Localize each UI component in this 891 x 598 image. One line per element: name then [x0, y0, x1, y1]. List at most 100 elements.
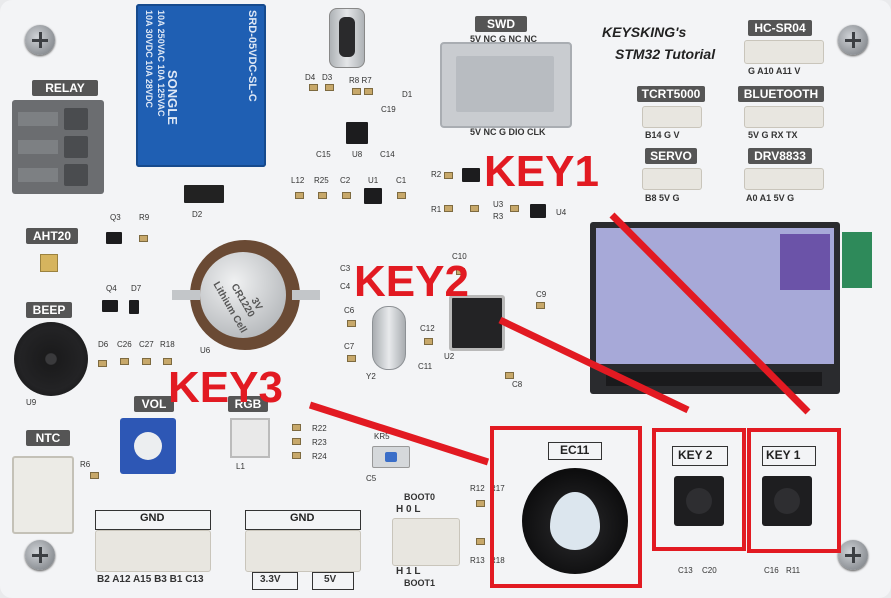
- oled-display: [590, 222, 840, 394]
- ec11-plate-box: [548, 442, 602, 460]
- tcrt5000-pins: B14 G V: [645, 130, 680, 140]
- tcrt5000-label: TCRT5000: [637, 86, 705, 102]
- ref-c6: C6: [344, 306, 355, 315]
- drv8833-header[interactable]: [744, 168, 824, 190]
- ref-d6: D6: [98, 340, 109, 349]
- ref-r6: R6: [80, 460, 91, 469]
- oled-protective-tab: [842, 232, 872, 288]
- ref-u4: U4: [556, 208, 567, 217]
- ref-c13: C13: [678, 566, 693, 575]
- gnd-right-3v3: 3.3V: [260, 574, 281, 585]
- ref-c3: C3: [340, 264, 351, 273]
- ref-d3: D3: [322, 73, 333, 82]
- tcrt5000-header[interactable]: [642, 106, 702, 128]
- ref-c2: C2: [340, 176, 351, 185]
- key2-button[interactable]: [674, 476, 724, 526]
- ref-r11: R11: [786, 566, 801, 575]
- beep-label: BEEP: [26, 302, 72, 318]
- buzzer: [14, 322, 88, 396]
- screw-bottom-right: [838, 540, 868, 570]
- ref-q3: Q3: [110, 213, 121, 222]
- key3-annotation: KEY3: [168, 363, 283, 412]
- reset-button[interactable]: [372, 446, 410, 468]
- aht20-sensor: [40, 254, 58, 272]
- ref-c4: C4: [340, 282, 351, 291]
- ref-r25: R25: [314, 176, 329, 185]
- ref-c10: C10: [452, 252, 467, 261]
- chip-u8: [346, 122, 368, 144]
- key2-plate-label: KEY 2: [678, 448, 713, 462]
- bluetooth-pins: 5V G RX TX: [748, 130, 798, 140]
- ref-u2: U2: [444, 352, 455, 361]
- key1-highlight-box: [747, 428, 841, 553]
- ref-u1: U1: [368, 176, 379, 185]
- gnd-right-5v: 5V: [324, 574, 337, 585]
- ref-c7: C7: [344, 342, 355, 351]
- ref-r1: R1: [431, 205, 442, 214]
- relay-terminal-block[interactable]: [12, 100, 104, 194]
- drv8833-label: DRV8833: [748, 148, 812, 164]
- relay-label: RELAY: [32, 80, 98, 96]
- ref-r18b: R18: [490, 556, 505, 565]
- aht20-label: AHT20: [26, 228, 78, 244]
- ref-c16: C16: [764, 566, 779, 575]
- screw-bottom-left: [25, 540, 55, 570]
- ntc-connector[interactable]: [12, 456, 74, 534]
- ec11-highlight-box: [490, 426, 642, 588]
- ref-u9: U9: [26, 398, 37, 407]
- ref-l1: L1: [236, 462, 245, 471]
- ec11-rotary-knob[interactable]: [522, 468, 628, 574]
- ref-r12: R12: [470, 484, 485, 493]
- potentiometer[interactable]: [120, 418, 176, 474]
- ref-r23: R23: [312, 438, 327, 447]
- boot1-pins: H 1 L: [396, 566, 421, 577]
- swd-bottom-pins: 5V NC G DIO CLK: [470, 127, 546, 137]
- rgb-led: [230, 418, 270, 458]
- gnd-left-header[interactable]: [95, 530, 211, 572]
- battery-tab-left: [172, 290, 200, 300]
- drv8833-pins: A0 A1 5V G: [746, 193, 795, 203]
- board-title-line1: KEYSKING's: [602, 24, 687, 40]
- ref-c12: C12: [420, 324, 435, 333]
- gnd-right-header[interactable]: [245, 530, 361, 572]
- rgb-label: RGB: [228, 396, 268, 412]
- ref-c27: C27: [139, 340, 154, 349]
- ref-c15: C15: [316, 150, 331, 159]
- key2-highlight-box: [652, 428, 746, 551]
- servo-header[interactable]: [642, 168, 702, 190]
- bluetooth-label: BLUETOOTH: [738, 86, 824, 102]
- vol-label: VOL: [134, 396, 174, 412]
- hcsr04-pins: G A10 A11 V: [748, 66, 801, 76]
- ref-r24: R24: [312, 452, 327, 461]
- ref-c8: C8: [512, 380, 523, 389]
- swd-connector[interactable]: [440, 42, 572, 128]
- chip-u1: [364, 188, 382, 204]
- ref-r2: R2: [431, 170, 442, 179]
- ec11-label: EC11: [560, 443, 590, 457]
- coin-cell: [200, 252, 286, 338]
- hcsr04-header[interactable]: [744, 40, 824, 64]
- ref-r18: R18: [160, 340, 175, 349]
- ref-c11: C11: [418, 362, 433, 371]
- key3-pointer-line: [308, 401, 490, 466]
- ref-l12: L12: [291, 176, 305, 185]
- bluetooth-header[interactable]: [744, 106, 824, 128]
- ref-r8r7: R8 R7: [349, 76, 372, 85]
- key1-button[interactable]: [762, 476, 812, 526]
- ref-u6: U6: [200, 346, 211, 355]
- servo-pins: B8 5V G: [645, 193, 680, 203]
- key1-pointer-line: [609, 212, 811, 415]
- ref-d4: D4: [305, 73, 316, 82]
- usb-c-connector[interactable]: [329, 8, 365, 68]
- boot-jumper-header[interactable]: [392, 518, 460, 566]
- key2-pointer-line: [498, 316, 690, 414]
- ref-d1: D1: [402, 90, 413, 99]
- ref-q4: Q4: [106, 284, 117, 293]
- gnd-right-label: GND: [290, 512, 315, 524]
- ref-c5: C5: [366, 474, 377, 483]
- gnd-left-label: GND: [140, 512, 165, 524]
- screw-top-right: [838, 25, 868, 55]
- ref-kr5: KR5: [374, 432, 390, 441]
